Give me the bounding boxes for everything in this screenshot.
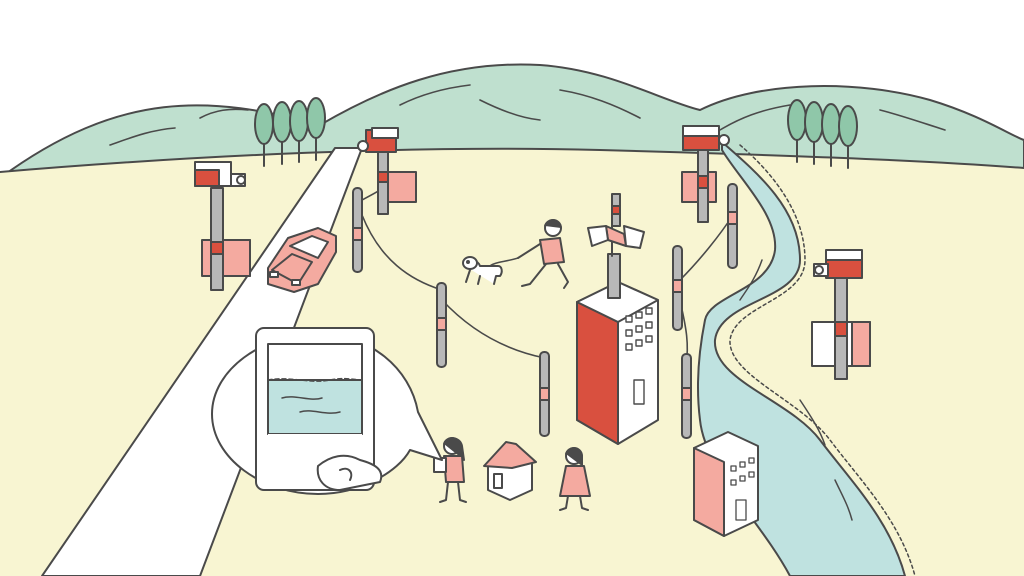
person-with-tablet [433,437,467,503]
building-icon [693,431,759,537]
security-camera-icon [194,161,246,187]
tower-building [576,193,659,445]
horizon-line [0,147,1024,173]
tree-icon [838,105,858,169]
house-icon [483,441,537,501]
sensor-poles [352,183,738,439]
security-camera-left [194,161,251,291]
sensor-pole-icon [727,183,738,269]
security-camera-icon [813,249,863,279]
smartphone-icon [255,327,383,491]
person-walking-dog [489,219,569,289]
tree-icon [804,101,824,165]
dog-icon [462,256,503,285]
antenna-tower-icon [587,193,645,249]
person-girl [559,447,591,511]
security-camera-icon [357,127,399,153]
sensor-pole-icon [436,282,447,368]
tree-icon [272,101,292,165]
security-camera-top [357,127,417,215]
sensor-pole-icon [672,245,683,331]
building-windows [625,307,653,405]
security-camera-top-right [681,125,730,223]
sensor-pole-icon [539,351,550,437]
speech-bubble [211,327,443,495]
sensor-pole-icon [681,353,692,439]
security-camera-right [811,249,871,380]
tree-group-left [254,97,326,167]
sensor-pole-icon [352,187,363,273]
tree-icon [254,103,274,167]
tree-icon [306,97,326,161]
tree-group-right [787,99,858,169]
car-icon [267,227,337,293]
security-camera-icon [682,125,730,151]
